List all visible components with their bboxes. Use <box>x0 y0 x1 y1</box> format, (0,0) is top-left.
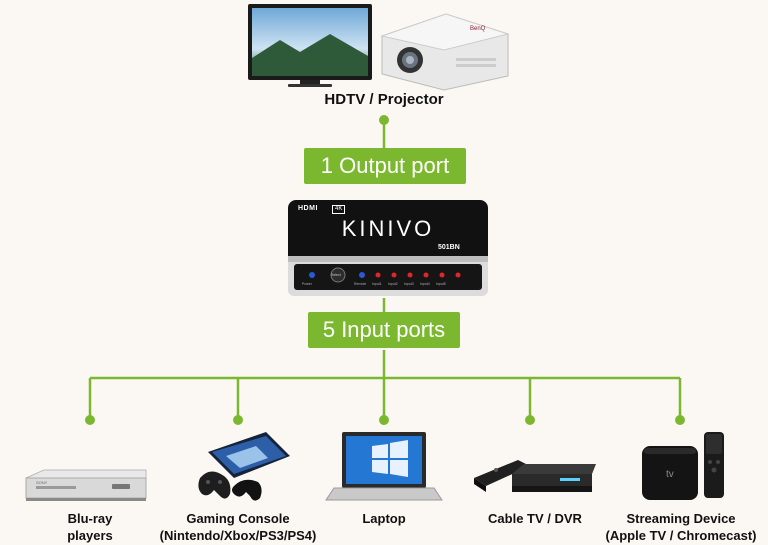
4k-mark: 4K <box>332 205 346 214</box>
input1-label: Input1 <box>372 282 382 286</box>
dot-console <box>233 415 243 425</box>
hdtv-projector-label: HDTV / Projector <box>324 91 444 108</box>
output-connector-dot <box>379 115 389 125</box>
output-port-pill: 1 Output port <box>304 148 466 184</box>
hdmi-switch: HDMI 4K KINIVO 501BN Power Select Remote… <box>288 200 488 296</box>
device-label-line1: Cable TV / DVR <box>488 511 582 526</box>
device-label-line1: Blu-ray <box>67 511 113 526</box>
device-label-line2: (Apple TV / Chromecast) <box>605 528 757 543</box>
remote-label: Remote <box>354 282 367 286</box>
input2-led <box>391 272 397 278</box>
device-label-streaming: Streaming Device (Apple TV / Chromecast) <box>598 510 764 544</box>
switch-brand: KINIVO <box>341 216 435 241</box>
select-label: Select <box>331 273 341 277</box>
remote-led <box>359 272 365 278</box>
apple-tv-text: tv <box>666 469 674 480</box>
projector-brand-text: BenQ <box>470 26 486 32</box>
input1-led <box>375 272 381 278</box>
dot-bluray <box>85 415 95 425</box>
device-label-laptop: Laptop <box>334 510 434 527</box>
input5-label: Input5 <box>436 282 446 286</box>
device-label-line2: players <box>67 528 113 543</box>
input4-led <box>423 272 429 278</box>
input5-led <box>439 272 445 278</box>
hdmi-mark: HDMI <box>298 205 318 212</box>
input-ports-pill: 5 Input ports <box>308 312 460 348</box>
input6-led <box>455 272 461 278</box>
bluray-brand-text: SONY <box>36 480 48 485</box>
dot-cable <box>525 415 535 425</box>
switch-model: 501BN <box>438 244 460 251</box>
dot-streaming <box>675 415 685 425</box>
device-label-bluray: Blu-ray players <box>40 510 140 544</box>
input3-led <box>407 272 413 278</box>
power-led <box>309 272 315 278</box>
device-label-line2: (Nintendo/Xbox/PS3/PS4) <box>159 528 317 543</box>
device-label-line1: Laptop <box>362 511 406 526</box>
input2-label: Input2 <box>388 282 398 286</box>
input3-label: Input3 <box>404 282 414 286</box>
device-label-cable: Cable TV / DVR <box>470 510 600 527</box>
select-button <box>330 267 346 283</box>
device-label-console: Gaming Console (Nintendo/Xbox/PS3/PS4) <box>138 510 338 544</box>
input4-label: Input4 <box>420 282 430 286</box>
dot-laptop <box>379 415 389 425</box>
device-label-line1: Streaming Device <box>626 511 736 526</box>
hdmi-switch-body <box>288 200 488 296</box>
device-label-line1: Gaming Console <box>186 511 290 526</box>
power-label: Power <box>302 282 312 286</box>
